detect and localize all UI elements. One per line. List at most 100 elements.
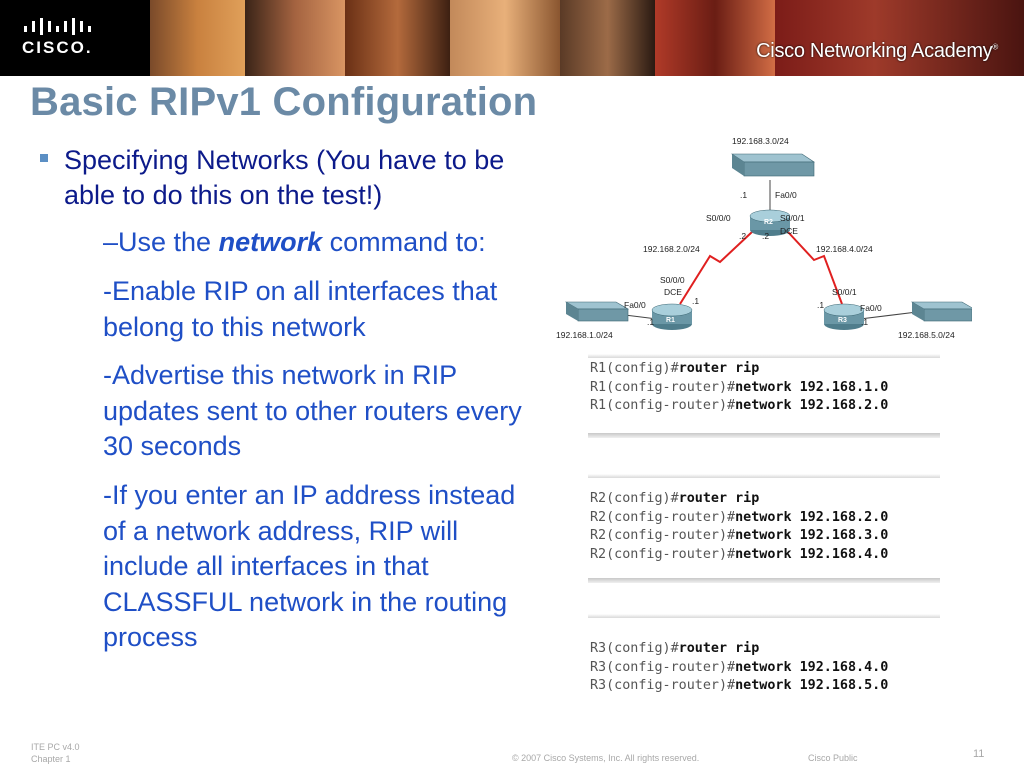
sub-bullet-network: –Use the network command to: — [103, 225, 553, 261]
label-net-top: 192.168.3.0/24 — [732, 136, 789, 146]
config-prompt: R3(config)# — [590, 641, 679, 656]
photo-person — [450, 0, 560, 76]
label-r3-s-host: .1 — [817, 300, 824, 310]
cisco-logo: CISCO. — [0, 0, 150, 76]
config-edge — [588, 354, 940, 358]
config-prompt: R1(config-router)# — [590, 398, 736, 413]
config-prompt: R2(config-router)# — [590, 528, 736, 543]
photo-person — [345, 0, 450, 76]
bullet-main-text: Specifying Networks (You have to be able… — [64, 145, 505, 210]
switch-icon — [564, 301, 630, 322]
network-topology-diagram: 192.168.3.0/24 .1 Fa0/0 S0/0/0 S0/0/1 DC… — [556, 136, 972, 340]
academy-mark: ® — [992, 42, 998, 52]
config-line: R2(config-router)#network 192.168.3.0 — [590, 527, 940, 546]
router-icon — [823, 303, 865, 330]
item-advertise: -Advertise this network in RIP updates s… — [103, 360, 522, 461]
config-prompt: R2(config)# — [590, 491, 679, 506]
label-r1-fa-host: .1 — [647, 317, 654, 327]
config-edge — [588, 433, 940, 438]
academy-title: Cisco Networking Academy® — [756, 40, 998, 63]
photo-person — [775, 0, 1024, 76]
page-number: 11 — [973, 748, 985, 760]
serial-link-r1-r2 — [679, 231, 753, 305]
label-r2-s001: S0/0/1 — [780, 213, 805, 223]
item-enable-rip: -Enable RIP on all interfaces that belon… — [103, 276, 498, 342]
config-line: R3(config-router)#network 192.168.4.0 — [590, 659, 940, 678]
config-command: router rip — [678, 361, 760, 376]
label-r2-name: R2 — [764, 219, 773, 226]
footer-course-line: ITE PC v4.0 — [31, 742, 80, 752]
router-icon — [749, 209, 791, 236]
footer-chapter-line: Chapter 1 — [31, 754, 71, 764]
label-r1-dce: DCE — [664, 287, 682, 297]
sub-prefix: –Use the — [103, 227, 219, 257]
photo-person — [150, 0, 245, 76]
label-r2-left-host: .2 — [739, 231, 746, 241]
cisco-bars-icon — [24, 18, 91, 35]
label-r2-fa-host: .1 — [740, 190, 747, 200]
label-r1-s-host: .1 — [692, 296, 699, 306]
photo-person — [655, 0, 775, 76]
photo-person — [245, 0, 345, 76]
label-net-left: 192.168.1.0/24 — [556, 330, 613, 340]
config-line: R1(config-router)#network 192.168.1.0 — [590, 379, 940, 398]
label-r3-s001: S0/0/1 — [832, 287, 857, 297]
label-r1-s000: S0/0/0 — [660, 275, 685, 285]
switch-icon — [910, 301, 972, 322]
label-r1-name: R1 — [666, 317, 675, 324]
network-keyword: network — [218, 227, 323, 257]
footer-copyright: © 2007 Cisco Systems, Inc. All rights re… — [512, 753, 700, 763]
config-line: R1(config-router)#network 192.168.2.0 — [590, 397, 940, 416]
config-line: R1(config)#router rip — [590, 360, 940, 379]
config-edge — [588, 614, 940, 618]
config-command: router rip — [678, 491, 760, 506]
slide-title: Basic RIPv1 Configuration — [30, 80, 538, 124]
config-command: network 192.168.1.0 — [735, 379, 889, 395]
config-command: network 192.168.4.0 — [735, 659, 889, 675]
label-r2-fa: Fa0/0 — [775, 190, 797, 200]
config-prompt: R2(config-router)# — [590, 509, 736, 525]
config-prompt: R3(config-router)# — [590, 659, 736, 675]
link-r3-switch — [859, 311, 918, 320]
config-prompt: R1(config)# — [590, 361, 679, 376]
label-r2-s000: S0/0/0 — [706, 213, 731, 223]
config-line: R3(config-router)#network 192.168.5.0 — [590, 677, 940, 696]
label-r3-name: R3 — [838, 317, 847, 324]
label-r2-right-host: .2 — [762, 231, 769, 241]
academy-name: Cisco Networking Academy — [756, 40, 993, 62]
footer-public: Cisco Public — [808, 753, 858, 763]
serial-link-r2-r3 — [787, 231, 843, 305]
config-line: R2(config-router)#network 192.168.2.0 — [590, 509, 940, 528]
switch-icon — [731, 153, 815, 177]
item-ip-address: -If you enter an IP address instead of a… — [103, 480, 516, 652]
config-command: network 192.168.2.0 — [735, 398, 889, 413]
label-r2-dce: DCE — [780, 226, 798, 236]
cisco-wordmark: CISCO. — [22, 38, 93, 57]
config-command: network 192.168.5.0 — [735, 678, 889, 693]
square-bullet-icon — [40, 154, 48, 162]
config-line: R2(config)#router rip — [590, 490, 940, 509]
banner-photos — [150, 0, 1024, 76]
config-prompt: R1(config-router)# — [590, 379, 736, 395]
config-prompt: R3(config-router)# — [590, 678, 736, 693]
label-net-right-link: 192.168.4.0/24 — [816, 244, 873, 254]
config-command: router rip — [678, 641, 760, 656]
router-icon — [651, 303, 693, 330]
config-line: R2(config-router)#network 192.168.4.0 — [590, 546, 940, 565]
header-banner: CISCO. Cisco Networking Academy® — [0, 0, 1024, 76]
label-net-left-link: 192.168.2.0/24 — [643, 244, 700, 254]
config-line: R3(config)#router rip — [590, 640, 940, 659]
label-r1-fa: Fa0/0 — [624, 300, 646, 310]
photo-person — [560, 0, 655, 76]
label-net-right: 192.168.5.0/24 — [898, 330, 955, 340]
config-edge — [588, 474, 940, 478]
sub-suffix: command to: — [322, 227, 486, 257]
label-r3-fa: Fa0/0 — [860, 303, 882, 313]
config-command: network 192.168.3.0 — [735, 528, 889, 543]
